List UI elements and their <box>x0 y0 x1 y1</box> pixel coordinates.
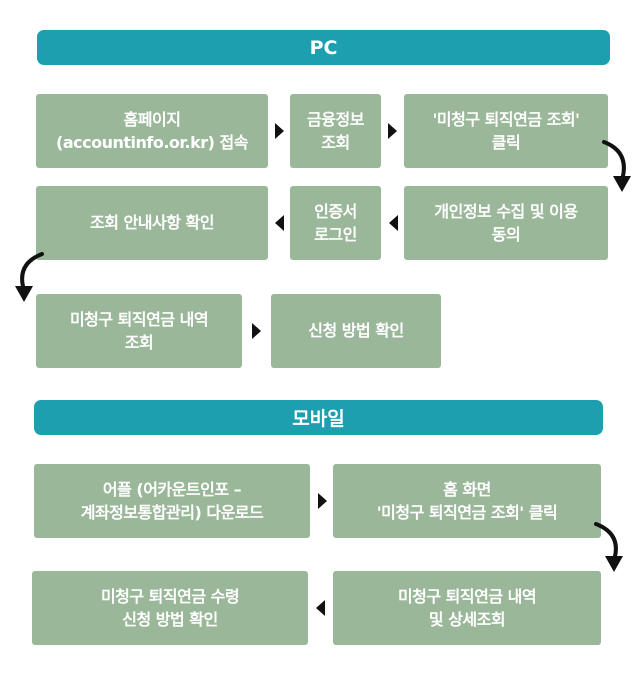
arrow-right-icon <box>275 123 284 139</box>
step-text-line: 조회 <box>321 133 350 152</box>
arrow-left-icon <box>316 600 325 616</box>
mobile-step-view-details: 미청구 퇴직연금 내역 및 상세조회 <box>333 571 601 645</box>
step-text-line: 신청 방법 확인 <box>308 321 404 341</box>
arrow-left-icon <box>275 215 284 231</box>
pc-section-header: PC <box>37 30 610 65</box>
step-text-line: 신청 방법 확인 <box>122 610 218 629</box>
mobile-step-home-click: 홈 화면 '미청구 퇴직연금 조회' 클릭 <box>333 464 601 538</box>
step-text-line: 개인정보 수집 및 이용 <box>434 201 578 221</box>
step-text-line: 클릭 <box>491 133 521 152</box>
step-text-line: '미청구 퇴직연금 조회' 클릭 <box>376 503 558 522</box>
mobile-section-title: 모바일 <box>292 408 345 430</box>
step-text-line: 계좌정보통합관리) 다운로드 <box>80 503 264 522</box>
pc-step-certificate-login: 인증서 로그인 <box>290 186 381 260</box>
arrow-right-icon <box>388 123 397 139</box>
step-text-line: 어플 (어카운트인포 – <box>102 479 242 499</box>
curved-arrow-down-icon <box>15 252 44 302</box>
pc-step-view-unclaimed-pension: 미청구 퇴직연금 내역 조회 <box>36 294 242 368</box>
arrow-left-icon <box>389 215 398 231</box>
arrow-right-icon <box>252 323 261 339</box>
arrow-right-icon <box>318 493 327 509</box>
step-text-line: (accountinfo.or.kr) 접속 <box>56 133 248 152</box>
pc-step-check-notice: 조회 안내사항 확인 <box>36 186 268 260</box>
pc-step-click-unclaimed-pension: '미청구 퇴직연금 조회' 클릭 <box>404 94 608 168</box>
step-text-line: 금융정보 <box>307 109 364 129</box>
pc-step-visit-homepage: 홈페이지 (accountinfo.or.kr) 접속 <box>36 94 268 168</box>
pc-step-check-application: 신청 방법 확인 <box>271 294 441 368</box>
step-text-line: 미청구 퇴직연금 내역 <box>397 586 537 606</box>
step-text-line: 홈페이지 <box>123 109 181 129</box>
mobile-section-header: 모바일 <box>34 400 603 435</box>
step-text-line: 조회 <box>124 333 154 352</box>
step-text-line: 미청구 퇴직연금 내역 <box>69 309 209 329</box>
curved-arrow-down-icon <box>602 140 631 192</box>
step-text-line: 미청구 퇴직연금 수령 <box>100 586 240 606</box>
mobile-step-download-app: 어플 (어카운트인포 – 계좌정보통합관리) 다운로드 <box>34 464 310 538</box>
step-text-line: 로그인 <box>314 225 357 244</box>
mobile-step-check-application: 미청구 퇴직연금 수령 신청 방법 확인 <box>32 571 308 645</box>
step-text-line: '미청구 퇴직연금 조회' <box>432 109 580 129</box>
pc-section-title: PC <box>309 36 338 59</box>
pc-step-privacy-consent: 개인정보 수집 및 이용 동의 <box>404 186 608 260</box>
curved-arrow-down-icon <box>594 522 623 572</box>
step-text-line: 인증서 <box>314 201 357 221</box>
step-text-line: 조회 안내사항 확인 <box>90 213 214 233</box>
step-text-line: 및 상세조회 <box>428 610 506 629</box>
pc-step-financial-info: 금융정보 조회 <box>290 94 381 168</box>
step-text-line: 홈 화면 <box>443 479 491 499</box>
step-text-line: 동의 <box>491 225 521 244</box>
